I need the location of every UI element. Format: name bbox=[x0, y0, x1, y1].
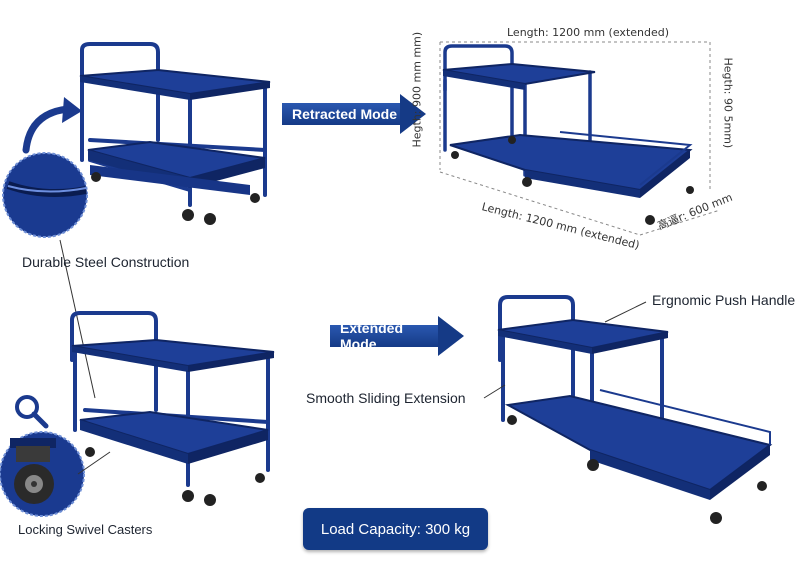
retracted-mode-label: Retracted Mode bbox=[292, 106, 398, 122]
load-capacity-badge: Load Capacity: 300 kg bbox=[303, 508, 488, 550]
callout-sliding: Smooth Sliding Extension bbox=[306, 390, 466, 406]
extended-arrow-head bbox=[438, 316, 464, 356]
callout-handle: Ergnomic Push Handle bbox=[652, 292, 796, 308]
extended-mode-label: Extended Mode bbox=[340, 320, 404, 352]
callout-casters: Locking Swivel Casters bbox=[18, 522, 153, 537]
steel-detail-zoom bbox=[2, 152, 96, 399]
load-capacity-text: Load Capacity: 300 kg bbox=[320, 520, 471, 538]
curved-arrow-icon bbox=[22, 97, 82, 154]
retracted-arrow-head bbox=[400, 94, 426, 134]
caster-wheel-icon bbox=[0, 431, 111, 517]
callout-steel: Durable Steel Construction bbox=[22, 254, 190, 270]
retracted-mode-banner: Retracted Mode bbox=[282, 103, 402, 125]
magnifier-icon bbox=[15, 395, 49, 429]
extended-mode-banner: Extended Mode bbox=[330, 320, 440, 352]
dimension-top-length: Length: 1200 mm (extended) bbox=[507, 26, 670, 39]
